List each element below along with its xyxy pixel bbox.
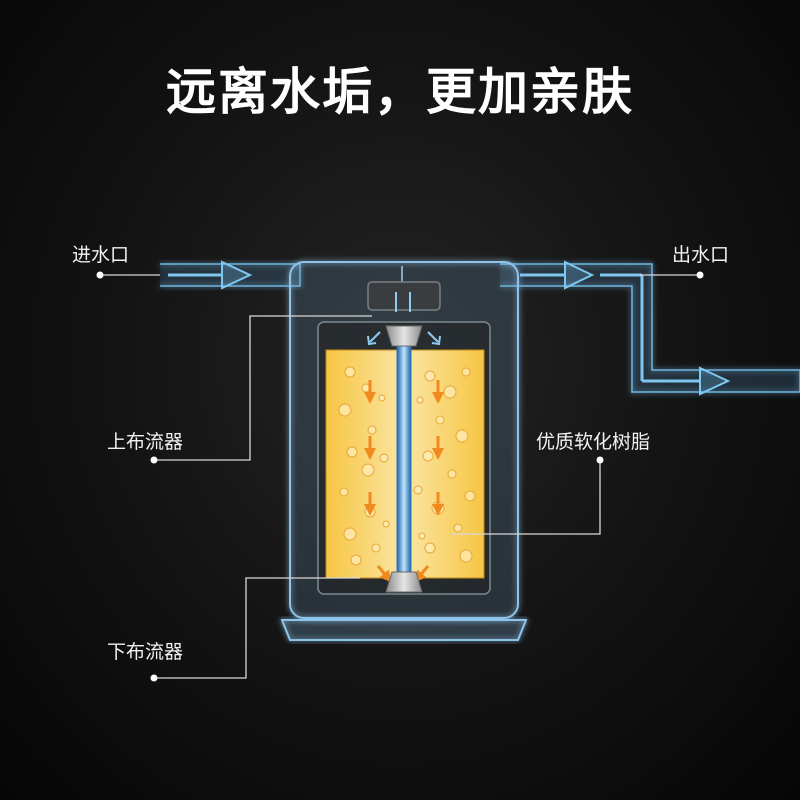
lower-distributor [385, 571, 423, 593]
central-tube [396, 345, 412, 573]
leader-lines [100, 274, 700, 679]
resin-label: 优质软化树脂 [536, 431, 651, 453]
leader-dots [96, 271, 704, 682]
page-title: 远离水垢，更加亲肤 [166, 63, 634, 121]
outlet-arrow-icon [564, 260, 595, 290]
control-valve [367, 281, 441, 311]
upper-distributor-label: 上布流器 [107, 431, 184, 453]
outlet-label: 出水口 [672, 244, 730, 266]
upper-distributor [385, 325, 423, 347]
upper-distributor-arrows [367, 331, 441, 346]
inlet-arrow-icon [221, 260, 253, 290]
outlet-arrow-icon-2 [699, 366, 731, 396]
lower-distributor-label: 下布流器 [107, 641, 184, 663]
inlet-pipe [160, 260, 301, 290]
tank-base [280, 619, 528, 641]
inlet-label: 进水口 [72, 244, 130, 266]
outlet-pipe [500, 260, 800, 396]
flow-arrows [364, 380, 444, 583]
